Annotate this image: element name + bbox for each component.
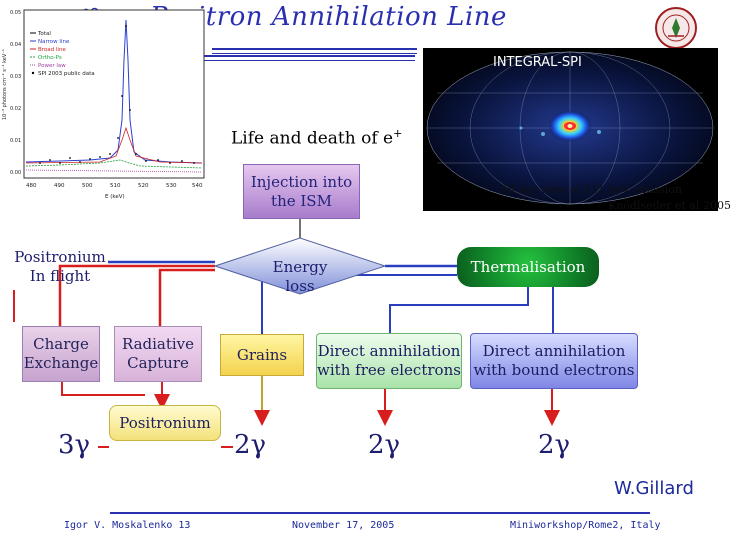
sky-map-label: INTEGRAL-SPI <box>493 55 582 70</box>
node-thermalisation: Thermalisation <box>457 247 599 287</box>
spectrum-plot: 0.05 0.04 0.03 0.02 0.01 0.00 10⁻³ photo… <box>2 9 205 200</box>
xtick: 540 <box>192 183 203 189</box>
ytick: 0.00 <box>10 170 21 176</box>
xtick: 510 <box>110 183 121 189</box>
sky-map-image <box>423 48 718 211</box>
node-direct-annihilation-free: Direct annihilation with free electrons <box>316 333 462 389</box>
gamma-3: 3γ <box>58 430 91 460</box>
gamma-2-free: 2γ <box>368 430 401 460</box>
xtick: 480 <box>26 183 37 189</box>
gamma-2-bound: 2γ <box>538 430 571 460</box>
ytick: 0.01 <box>10 138 21 144</box>
node-injection: Injection into the ISM <box>243 164 360 219</box>
node-direct-annihilation-bound: Direct annihilation with bound electrons <box>470 333 638 389</box>
page-title: Positron Annihilation Line <box>150 2 507 32</box>
sky-map-caption: All sky view of 511 keV emission <box>500 183 682 196</box>
title-underline-2 <box>190 55 415 61</box>
legend-entry: Total <box>37 31 51 37</box>
legend-entry: Power law <box>38 63 66 69</box>
xtick: 500 <box>82 183 93 189</box>
node-charge-exchange: Charge Exchange <box>22 326 100 382</box>
legend-entry: Ortho-Ps <box>38 55 62 61</box>
node-positronium: Positronium <box>109 405 221 441</box>
node-radiative-capture: Radiative Capture <box>114 326 202 382</box>
ytick: 0.05 <box>10 10 21 16</box>
ytick: 0.04 <box>10 42 21 48</box>
node-positronium-in-flight: Positronium In flight <box>14 248 106 285</box>
university-seal-icon <box>655 7 697 49</box>
xtick: 530 <box>166 183 177 189</box>
sky-map-credit: Knödlseder et al 2005 <box>608 199 731 212</box>
ytick: 0.03 <box>10 74 21 80</box>
footer-center: November 17, 2005 <box>292 520 395 531</box>
xtick: 490 <box>54 183 65 189</box>
gamma-2-grains: 2γ <box>234 430 267 460</box>
author-credit: W.Gillard <box>614 478 694 499</box>
footer-rule <box>110 512 650 514</box>
spectrum-xlabel: E (keV) <box>105 194 125 200</box>
footer-left: Igor V. Moskalenko 13 <box>64 520 191 531</box>
ytick: 0.02 <box>10 106 21 112</box>
legend-entry: Narrow line <box>38 39 70 45</box>
node-energy-loss: Energy loss <box>272 258 328 295</box>
legend-entry: SPI 2003 public data <box>38 71 95 77</box>
node-grains: Grains <box>220 334 304 376</box>
legend-entry: Broad line <box>38 47 66 53</box>
diagram-heading: Life and death of e+ <box>231 127 403 149</box>
title-underline <box>212 48 417 54</box>
spectrum-ylabel: 10⁻³ photons cm⁻² s⁻¹ keV⁻¹ <box>2 49 8 120</box>
footer-right: Miniworkshop/Rome2, Italy <box>510 520 661 531</box>
xtick: 520 <box>138 183 149 189</box>
